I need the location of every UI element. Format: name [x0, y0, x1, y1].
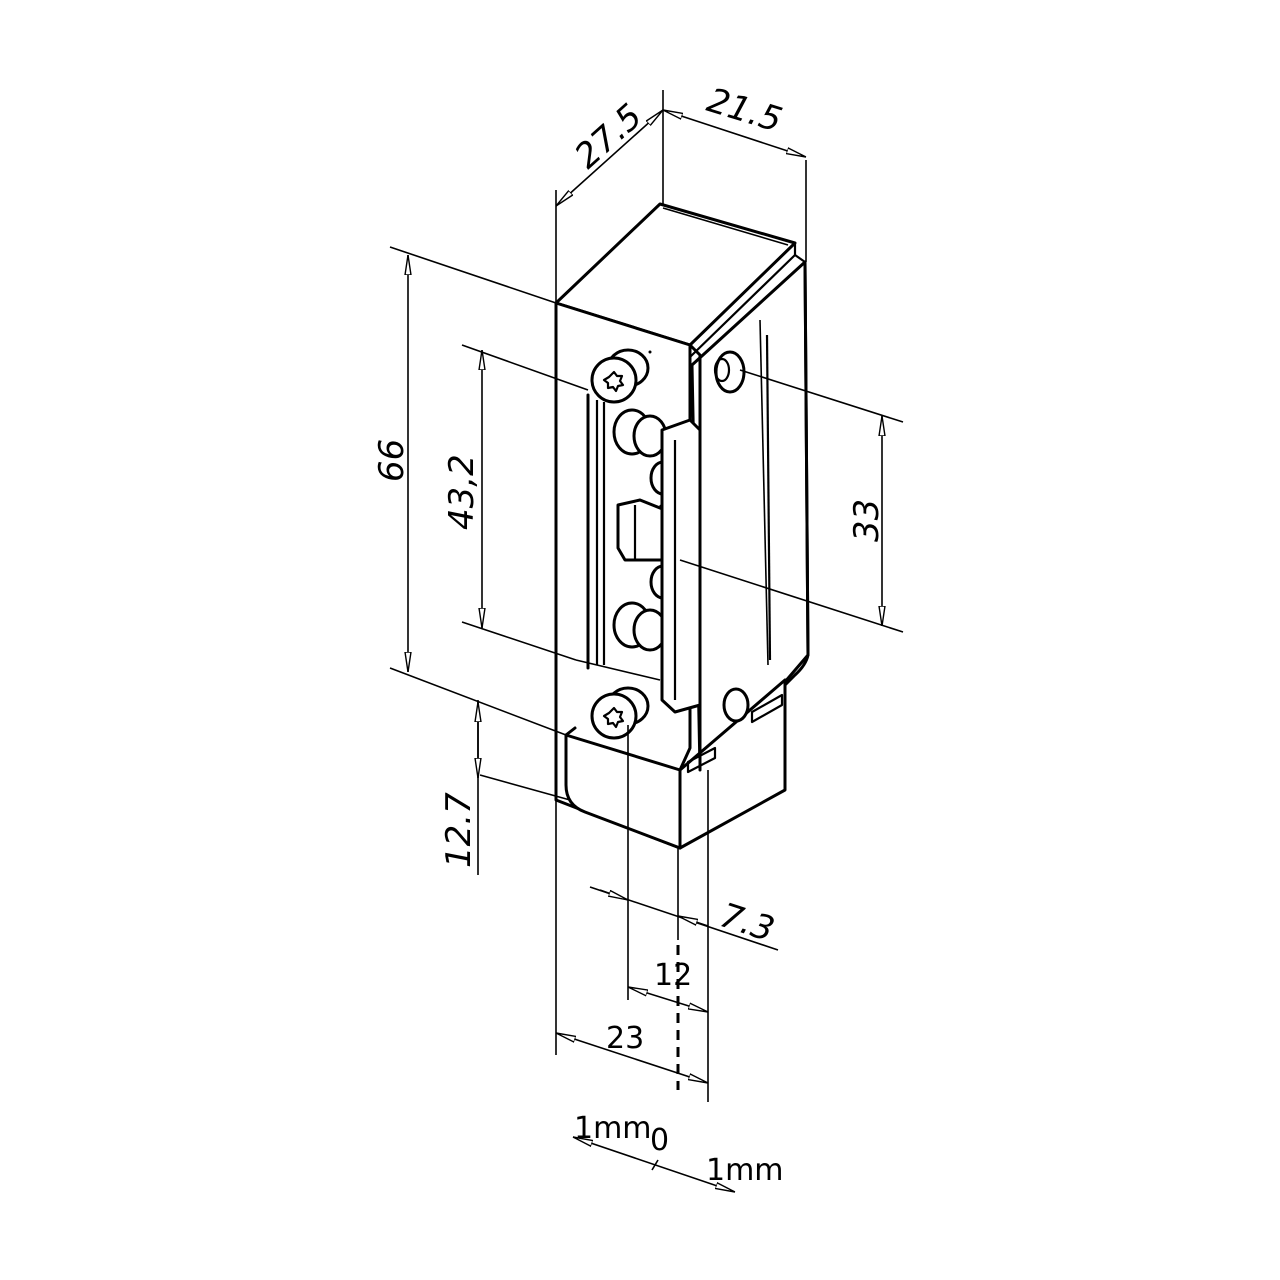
scale-center-label: 0 [650, 1123, 669, 1158]
dim-latch-offset-7-3-label: 7.3 [715, 896, 779, 951]
dim-width-label: 21.5 [702, 80, 786, 140]
dim-screw-edge-label: 12 [654, 958, 692, 993]
bottom-cover [564, 733, 682, 850]
dim-cover-height-label: 12.7 [439, 792, 479, 868]
dim-screw-spacing-label: 43,2 [442, 454, 482, 530]
dimension-lines [389, 90, 904, 1193]
side-screw [713, 350, 746, 394]
side-screw-lower [722, 687, 750, 723]
scale-right-label: 1mm [706, 1153, 784, 1188]
dim-height-label: 66 [372, 439, 412, 482]
upper-roller [612, 408, 677, 496]
dim-face-width-label: 23 [606, 1021, 644, 1056]
torx-icon [602, 370, 625, 393]
scale-left-label: 1mm [574, 1111, 652, 1146]
bottom-screw [590, 686, 650, 740]
keeper-bar [660, 418, 702, 714]
dim-latch-offset-33-label: 33 [847, 499, 887, 542]
top-screw [590, 348, 650, 404]
strike-body [554, 202, 810, 850]
dim-depth-label: 27.5 [567, 96, 650, 176]
torx-icon [602, 706, 625, 729]
